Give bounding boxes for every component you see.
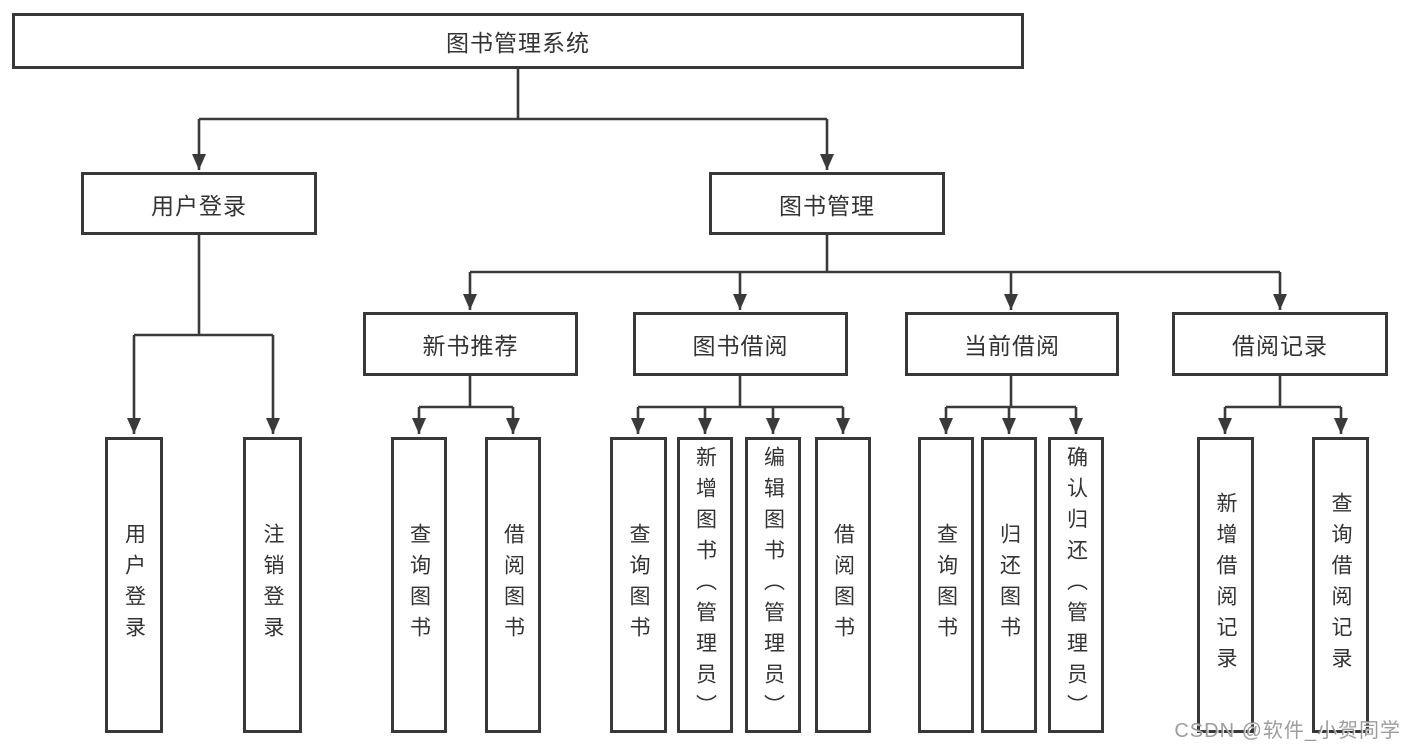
leaf-label: 新增借阅记录 bbox=[1214, 492, 1237, 678]
node-user-login: 用户登录 bbox=[81, 172, 317, 235]
node-label: 借阅记录 bbox=[1232, 333, 1328, 359]
leaf-query-books-borrow: 查询图书 bbox=[610, 437, 667, 733]
leaf-label: 查询图书 bbox=[407, 523, 431, 647]
leaf-add-borrow-record: 新增借阅记录 bbox=[1197, 437, 1254, 733]
leaf-label: 借阅图书 bbox=[831, 523, 855, 647]
leaf-logout: 注销登录 bbox=[243, 437, 302, 733]
node-borrow-records: 借阅记录 bbox=[1172, 312, 1388, 376]
leaf-add-books-admin: 新增图书（管理员） bbox=[677, 437, 733, 733]
leaf-label: 编辑图书（管理员） bbox=[761, 445, 785, 725]
leaf-query-books-current: 查询图书 bbox=[918, 437, 974, 733]
node-book-borrow: 图书借阅 bbox=[633, 312, 848, 376]
leaf-confirm-return-admin: 确认归还（管理员） bbox=[1048, 437, 1104, 733]
node-new-book-recommend: 新书推荐 bbox=[363, 312, 578, 376]
node-label: 图书管理 bbox=[779, 192, 875, 219]
node-label: 新书推荐 bbox=[422, 333, 519, 359]
leaf-label: 查询借阅记录 bbox=[1329, 492, 1352, 678]
leaf-query-books-recommend: 查询图书 bbox=[391, 437, 447, 733]
leaf-borrow-books-recommend: 借阅图书 bbox=[485, 437, 541, 733]
leaf-return-books: 归还图书 bbox=[981, 437, 1037, 733]
node-label: 用户登录 bbox=[151, 192, 247, 219]
leaf-edit-books-admin: 编辑图书（管理员） bbox=[745, 437, 801, 733]
leaf-label: 确认归还（管理员） bbox=[1064, 445, 1088, 725]
leaf-label: 借阅图书 bbox=[501, 523, 525, 647]
node-library-management-system: 图书管理系统 bbox=[12, 13, 1024, 69]
leaf-label: 查询图书 bbox=[627, 523, 650, 647]
leaf-label: 新增图书（管理员） bbox=[693, 445, 717, 725]
node-book-management: 图书管理 bbox=[709, 172, 945, 235]
node-label: 图书借阅 bbox=[692, 333, 789, 359]
leaf-query-borrow-record: 查询借阅记录 bbox=[1312, 437, 1369, 733]
node-current-borrow: 当前借阅 bbox=[905, 312, 1119, 376]
leaf-label: 用户登录 bbox=[122, 523, 146, 647]
leaf-borrow-books: 借阅图书 bbox=[815, 437, 871, 733]
node-label: 当前借阅 bbox=[964, 333, 1060, 359]
leaf-label: 归还图书 bbox=[997, 523, 1021, 647]
leaf-label: 注销登录 bbox=[261, 523, 284, 647]
leaf-label: 查询图书 bbox=[934, 523, 958, 647]
csdn-watermark: CSDN @软件_小贺同学 bbox=[1174, 720, 1401, 742]
leaf-user-login: 用户登录 bbox=[105, 437, 163, 733]
node-label: 图书管理系统 bbox=[446, 30, 590, 56]
